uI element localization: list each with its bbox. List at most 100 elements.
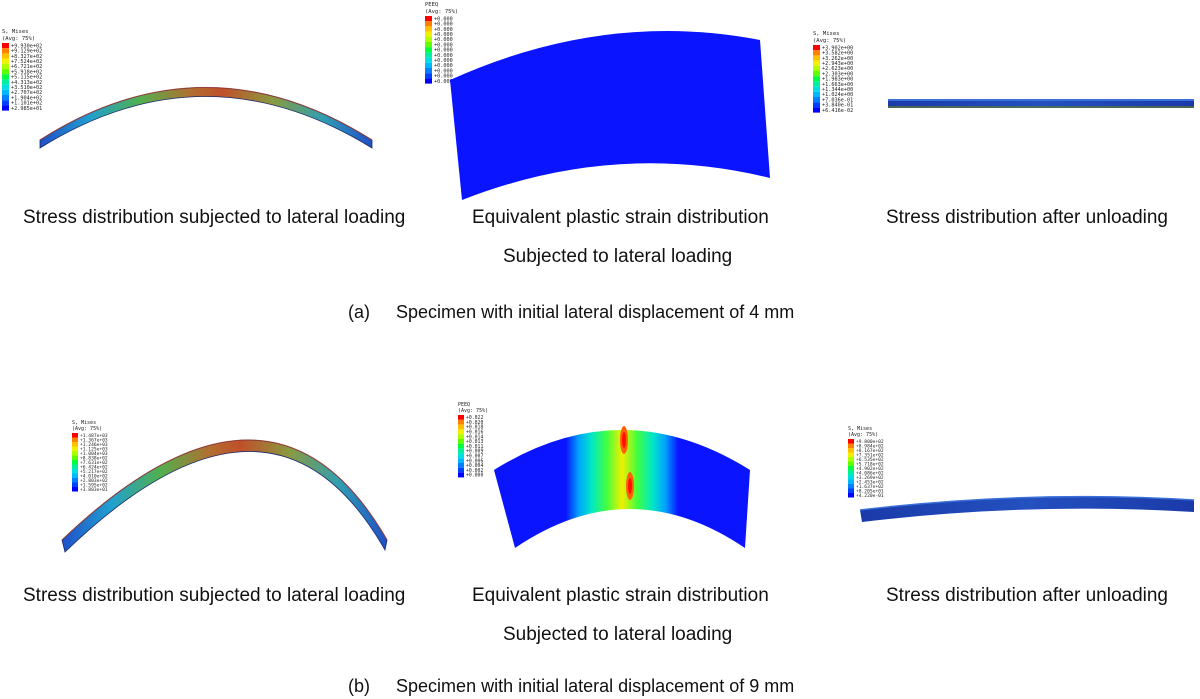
legend-value: +0.002 bbox=[466, 468, 483, 474]
legend-swatch bbox=[425, 78, 432, 84]
legend-a1-title-1: S, Mises bbox=[2, 29, 29, 35]
legend-swatch bbox=[458, 439, 464, 444]
legend-value: +2.985e+01 bbox=[11, 106, 42, 112]
legend-swatch bbox=[458, 424, 464, 430]
legend-swatch bbox=[72, 478, 78, 483]
legend-swatch bbox=[813, 65, 820, 71]
legend-swatch bbox=[813, 50, 820, 56]
legend-value: +1.983e+00 bbox=[822, 77, 853, 83]
legend-swatch bbox=[72, 455, 78, 460]
legend-value: +0.000 bbox=[434, 27, 453, 33]
legend-swatch bbox=[425, 57, 432, 63]
legend-swatch bbox=[72, 433, 78, 438]
legend-a1: S, Mises (Avg: 75%) +9.930e+02+9.129e+02… bbox=[2, 29, 42, 112]
legend-a3-values: +3.902e+00+3.582e+00+3.262e+00+2.943e+00… bbox=[822, 45, 853, 113]
legend-swatch bbox=[458, 467, 464, 473]
legend-b3-values: +9.800e+02+8.984e+02+8.167e+02+7.351e+02… bbox=[856, 439, 884, 499]
legend-swatch bbox=[425, 21, 432, 27]
legend-swatch bbox=[425, 47, 432, 53]
legend-value: +1.246e+03 bbox=[80, 442, 108, 448]
legend-value: +6.535e+02 bbox=[856, 457, 884, 463]
legend-value: +8.167e+02 bbox=[856, 448, 884, 454]
legend-value: +0.000 bbox=[434, 22, 453, 28]
subtitle-a-label: (a) bbox=[348, 302, 370, 322]
legend-swatch bbox=[848, 452, 854, 457]
legend-value: +5.918e+02 bbox=[11, 69, 42, 75]
legend-value: +5.718e+02 bbox=[856, 461, 884, 467]
legend-value: +1.487e+03 bbox=[80, 433, 108, 439]
legend-swatch bbox=[72, 446, 78, 451]
caption-a2-line1: Equivalent plastic strain distribution bbox=[472, 207, 769, 228]
legend-value: +8.984e+02 bbox=[856, 443, 884, 449]
legend-value: +7.036e-01 bbox=[822, 97, 853, 103]
legend-value: +5.115e+02 bbox=[11, 75, 42, 81]
legend-swatch bbox=[2, 105, 9, 111]
legend-value: +7.631e+02 bbox=[80, 460, 108, 466]
legend-swatch bbox=[2, 69, 9, 75]
legend-swatch bbox=[813, 81, 820, 87]
legend-b3-title-1: S, Mises bbox=[848, 426, 872, 432]
legend-swatch bbox=[425, 31, 432, 37]
legend-value: +0.000 bbox=[434, 48, 453, 54]
legend-value: +0.009 bbox=[466, 449, 483, 455]
legend-swatch bbox=[2, 63, 9, 69]
legend-value: +1.101e+02 bbox=[11, 101, 42, 107]
legend-value: +9.930e+02 bbox=[11, 43, 42, 49]
legend-value: +6.424e+02 bbox=[80, 464, 108, 470]
legend-swatch bbox=[848, 488, 854, 493]
legend-b1-title-1: S, Mises bbox=[72, 420, 96, 426]
legend-swatch bbox=[2, 48, 9, 54]
legend-swatch bbox=[2, 100, 9, 106]
legend-swatch bbox=[425, 42, 432, 48]
legend-value: +5.217e+02 bbox=[80, 469, 108, 475]
caption-a1: Stress distribution subjected to lateral… bbox=[23, 207, 406, 228]
legend-b1-title-2: (Avg: 75%) bbox=[72, 426, 102, 432]
legend-swatch bbox=[848, 479, 854, 484]
legend-swatch bbox=[848, 484, 854, 489]
caption-b3: Stress distribution after unloading bbox=[886, 585, 1168, 606]
legend-swatch bbox=[72, 451, 78, 456]
legend-swatch bbox=[813, 76, 820, 82]
legend-value: +7.524e+02 bbox=[11, 59, 42, 65]
legend-swatch bbox=[458, 458, 464, 463]
legend-value: +1.904e+02 bbox=[11, 95, 42, 101]
legend-b1-values: +1.487e+03+1.367e+03+1.246e+03+1.125e+03… bbox=[80, 433, 108, 493]
legend-swatch bbox=[813, 97, 820, 103]
legend-value: +0.018 bbox=[466, 425, 483, 431]
legend-value: +2.707e+02 bbox=[11, 90, 42, 96]
legend-value: +0.000 bbox=[434, 42, 453, 48]
legend-swatch bbox=[72, 487, 78, 492]
legend-b1: S, Mises (Avg: 75%) +1.487e+03+1.367e+03… bbox=[72, 420, 108, 493]
legend-value: +3.510e+02 bbox=[11, 85, 42, 91]
legend-a3-title-1: S, Mises bbox=[813, 31, 840, 37]
legend-swatch bbox=[848, 461, 854, 466]
legend-value: +0.000 bbox=[434, 79, 453, 85]
legend-swatch bbox=[2, 53, 9, 59]
legend-value: +0.022 bbox=[466, 415, 483, 421]
legend-a2-swatches bbox=[425, 16, 432, 84]
legend-value: +0.000 bbox=[434, 63, 453, 69]
legend-swatch bbox=[813, 45, 820, 51]
plate-b2 bbox=[494, 426, 750, 548]
legend-b3: S, Mises (Avg: 75%) +9.800e+02+8.984e+02… bbox=[848, 426, 884, 499]
legend-swatch bbox=[848, 466, 854, 471]
legend-a1-values: +9.930e+02+9.129e+02+8.327e+02+7.524e+02… bbox=[11, 43, 42, 111]
legend-swatch bbox=[425, 52, 432, 58]
legend-a3: S, Mises (Avg: 75%) +3.902e+00+3.582e+00… bbox=[813, 31, 853, 114]
legend-value: +2.943e+00 bbox=[822, 61, 853, 67]
legend-value: +9.129e+02 bbox=[11, 49, 42, 55]
legend-value: +4.220e-01 bbox=[856, 493, 884, 499]
legend-swatch bbox=[848, 439, 854, 444]
legend-value: +0.006 bbox=[466, 458, 483, 464]
legend-b3-title-2: (Avg: 75%) bbox=[848, 432, 878, 438]
legend-value: +2.803e+02 bbox=[80, 478, 108, 484]
legend-value: +0.000 bbox=[434, 32, 453, 38]
legend-swatch bbox=[813, 86, 820, 92]
plate-a2 bbox=[450, 31, 770, 200]
legend-swatch bbox=[72, 464, 78, 469]
legend-swatch bbox=[848, 493, 854, 498]
legend-value: +1.595e+02 bbox=[80, 482, 108, 488]
legend-value: +0.011 bbox=[466, 444, 483, 450]
legend-a2: PEEQ (Avg: 75%) +0.000+0.000+0.000+0.000… bbox=[425, 2, 458, 85]
legend-b3-swatches bbox=[848, 439, 854, 498]
